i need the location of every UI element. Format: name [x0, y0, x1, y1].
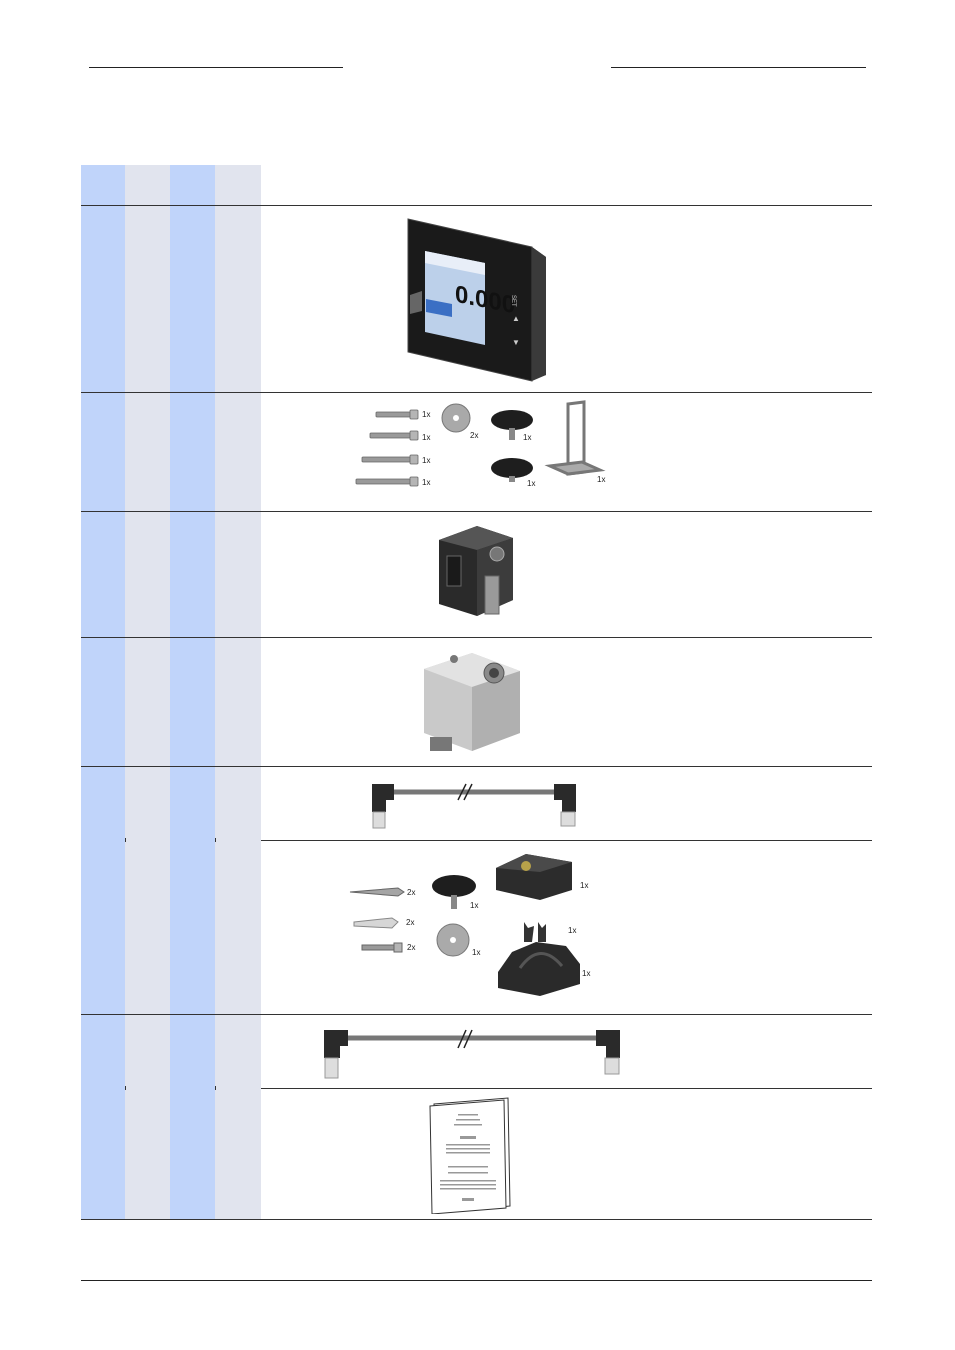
svg-text:▲: ▲: [512, 314, 520, 323]
qty-label: 1x: [597, 475, 605, 484]
qty-label: 2x: [407, 888, 415, 897]
qty-label: 1x: [422, 410, 430, 419]
qty-label: 2x: [407, 943, 415, 952]
table-column-1: [81, 165, 125, 1219]
row-divider: [81, 637, 872, 638]
table-column-4: [215, 165, 261, 1219]
sub-row-divider: [261, 840, 872, 841]
qty-label: 2x: [406, 918, 414, 927]
svg-text:SET: SET: [510, 295, 516, 307]
display-unit-image: 0.000 SET ▲ ▼: [407, 218, 546, 382]
column-tick: [125, 1086, 126, 1090]
column-tick: [215, 838, 216, 842]
sensor-steel-image: [424, 653, 520, 751]
holder-kit-image: 2x 2x 2x 1x 1x 1x 1x 1x: [349, 854, 590, 996]
qty-label: 1x: [472, 948, 480, 957]
long-cable-image: [324, 1029, 620, 1079]
header-rule-left: [89, 67, 343, 68]
row-divider: [81, 392, 872, 393]
svg-text:▼: ▼: [512, 338, 520, 347]
short-cable-image: [372, 783, 576, 829]
sensor-black-image: [439, 526, 513, 616]
qty-label: 1x: [523, 433, 531, 442]
header-rule-right: [611, 67, 866, 68]
table-column-2: [125, 165, 170, 1219]
mounting-kit-image: 1x 1x 1x 1x 2x 1x 1x 1x: [355, 400, 606, 488]
qty-label: 2x: [470, 431, 478, 440]
qty-label: 1x: [527, 479, 535, 488]
qty-label: 1x: [580, 881, 588, 890]
manual-image: [429, 1097, 511, 1214]
qty-label: 1x: [422, 456, 430, 465]
table-bottom-rule: [81, 1219, 872, 1220]
qty-label: 1x: [422, 433, 430, 442]
row-divider: [81, 511, 872, 512]
row-divider: [81, 1014, 872, 1015]
qty-label: 1x: [582, 969, 590, 978]
column-tick: [215, 1086, 216, 1090]
column-tick: [125, 838, 126, 842]
qty-label: 1x: [470, 901, 478, 910]
qty-label: 1x: [568, 926, 576, 935]
sub-row-divider: [261, 1088, 872, 1089]
qty-label: 1x: [422, 478, 430, 487]
table-column-3: [170, 165, 215, 1219]
footer-rule: [81, 1280, 872, 1281]
row-divider: [81, 766, 872, 767]
row-divider: [81, 205, 872, 206]
